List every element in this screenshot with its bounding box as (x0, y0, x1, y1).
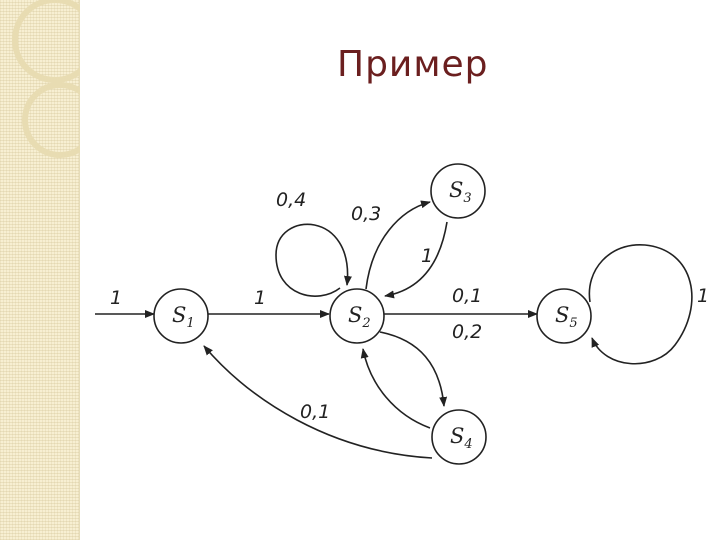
node-s5-label: S5 (555, 303, 578, 331)
edge-s5-loop (588, 244, 693, 365)
decorative-circles (12, 0, 80, 158)
label-s2-s5: 0,1 (452, 285, 482, 307)
edge-s3-s2 (384, 221, 448, 299)
side-strip-edge (79, 0, 80, 540)
node-s1 (153, 288, 209, 344)
label-s2-s3: 0,3 (351, 203, 381, 225)
edge-s2-loop (275, 223, 352, 297)
label-start-s1: 1 (110, 287, 122, 309)
node-s3 (430, 163, 486, 219)
label-s4-s1: 0,1 (300, 401, 330, 423)
edge-s2-s4 (379, 331, 448, 407)
edge-s4-s1 (203, 345, 433, 459)
slide-title: Пример (337, 44, 489, 85)
node-s1-label: S1 (172, 303, 195, 331)
edge-s2-s3 (365, 200, 431, 290)
node-s2-label: S2 (348, 303, 371, 331)
node-s4 (431, 409, 487, 465)
node-s3-label: S3 (449, 178, 472, 206)
node-s5 (536, 288, 592, 344)
node-s2 (329, 288, 385, 344)
node-s4-label: S4 (450, 424, 473, 452)
edge-s4-s2 (360, 348, 431, 429)
label-s3-s2: 1 (421, 245, 433, 267)
label-s2-loop: 0,4 (276, 189, 306, 211)
label-s1-s2: 1 (254, 287, 266, 309)
label-s5-loop: 1 (697, 285, 709, 307)
label-s2-s4: 0,2 (452, 321, 482, 343)
